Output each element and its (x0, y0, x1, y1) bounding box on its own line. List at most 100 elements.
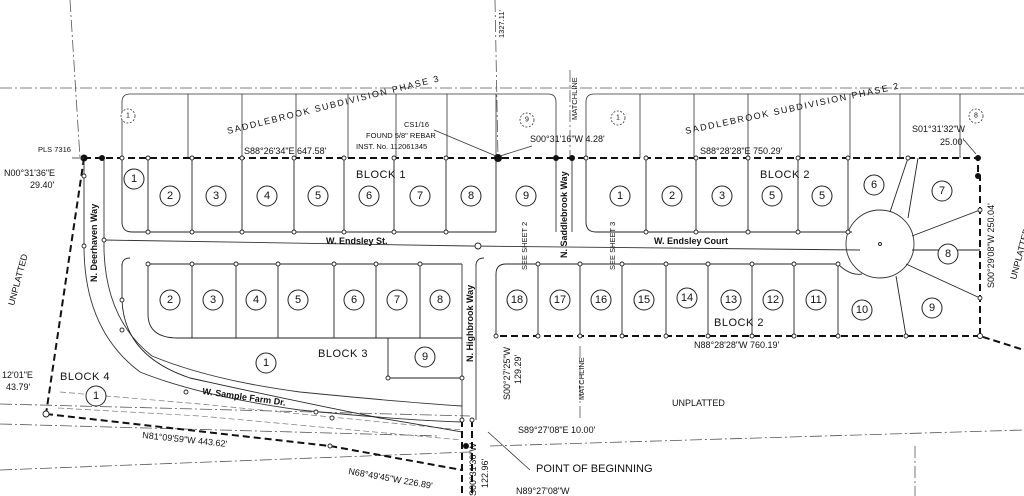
lot-bubble: 17 (549, 289, 571, 311)
lot-bubble: 2 (159, 185, 181, 207)
lot-number: 16 (595, 294, 607, 306)
lot-number: 8 (974, 113, 978, 120)
lot-number: 4 (253, 294, 259, 306)
block-3-label: BLOCK 3 (318, 348, 368, 360)
unplatted-right-label: UNPLATTED (672, 398, 725, 408)
lot-number: 18 (511, 294, 523, 306)
street-sample-farm-dr: W. Sample Farm Dr. (202, 386, 287, 408)
street-deerhaven-way: N. Deerhaven Way (89, 204, 99, 282)
lot-number: 1 (616, 115, 620, 122)
street-saddlebrook-way: N. Saddlebrook Way (559, 171, 569, 258)
survey-pins (42, 155, 983, 449)
lot-number: 8 (437, 294, 443, 306)
lot-number: 9 (422, 351, 428, 363)
lot-number: 8 (945, 248, 951, 260)
lot-number: 15 (638, 294, 650, 306)
bearing-ne-corner-1: S01°31'32"W (912, 124, 966, 134)
block-2-lower-label: BLOCK 2 (714, 317, 764, 329)
see-sheet2-label: SEE SHEET 2 (520, 222, 529, 270)
lot-bubble: 5 (761, 185, 783, 207)
block-1-lot-numbers: 1 2 3 4 5 6 7 8 9 (123, 168, 537, 207)
bearing-south-2: N68°49'45"W 226.89' (348, 466, 434, 491)
bearing-highbrook-2: 129.29' (513, 354, 523, 384)
block-2-lower-lot-numbers: 18 17 16 15 14 13 12 11 10 (506, 287, 873, 321)
lot-bubble: 6 (343, 289, 365, 311)
lot-number: 7 (939, 185, 945, 197)
bearing-short-north: S00°31'16"W 4.28' (530, 134, 605, 144)
lot-bubble: 2 (661, 185, 683, 207)
bearing-block1-north: S88°26'34"E 647.58' (244, 146, 327, 156)
bearing-nw-2: 29.40' (30, 180, 55, 190)
matchline-bottom-label: MATCHLINE (577, 357, 586, 400)
lot-number: 12 (767, 294, 779, 306)
lot-number: 7 (417, 190, 423, 202)
lot-bubble: 14 (676, 287, 698, 309)
lot-bubble: 7 (931, 180, 953, 202)
lot-bubble: 1 (85, 385, 107, 407)
unplatted-left-label: UNPLATTED (6, 252, 29, 306)
lot-bubble: 3 (202, 289, 224, 311)
lot-number: 9 (929, 302, 935, 314)
lot-bubble: 8 (429, 289, 451, 311)
lot-number: 11 (810, 294, 821, 306)
lot-number: 10 (856, 304, 868, 316)
block-4-lot-numbers: 1 (85, 385, 107, 407)
lot-number: 9 (523, 190, 529, 202)
street-highbrook-way: N. Highbrook Way (465, 285, 475, 362)
block-2-lower-lots (495, 263, 839, 336)
note-pls: PLS 7316 (38, 145, 71, 154)
note-instrument: INST. No. 112061345 (356, 142, 427, 151)
note-rebar: FOUND 5/8" REBAR (366, 131, 436, 140)
bearing-east-side: S00°29'08"W 250.04' (986, 203, 996, 288)
bearing-nw-1: N00°31'36"E (4, 168, 55, 178)
note-cs1: CS1/16 (404, 120, 429, 129)
lot-bubble: 4 (256, 185, 278, 207)
lot-bubble: 9 (414, 346, 436, 368)
lot-bubble: 2 (159, 289, 181, 311)
lot-number: 6 (366, 190, 372, 202)
lot-number: 5 (769, 190, 775, 202)
lot-number: 4 (264, 190, 270, 202)
bearing-pob-west: N89°27'08"W (516, 486, 570, 496)
block-1-lots (121, 158, 497, 233)
lot-bubble: 12 (762, 289, 784, 311)
lot-bubble: 1 (609, 185, 631, 207)
lot-bubble: 16 (590, 289, 612, 311)
lot-bubble: 1 (255, 352, 277, 374)
lot-bubble: 4 (245, 289, 267, 311)
lot-bubble: 9 (921, 297, 943, 319)
lot-bubble: 9 (519, 112, 535, 128)
lot-number: 1 (93, 390, 99, 402)
lot-bubble: 1 (120, 108, 136, 124)
lot-bubble: 1 (123, 168, 145, 190)
lot-number: 2 (167, 190, 173, 202)
street-endsley-st: W. Endsley St. (326, 236, 388, 246)
streets (57, 158, 915, 441)
lot-bubble: 10 (851, 299, 873, 321)
lot-number: 2 (669, 190, 675, 202)
bearing-pob-south-2: 122.96' (480, 458, 490, 488)
lot-number: 3 (210, 294, 216, 306)
see-sheet3-label: SEE SHEET 3 (608, 222, 617, 270)
lot-number: 9 (525, 117, 529, 124)
lot-bubble: 6 (358, 185, 380, 207)
bearing-highbrook-1: S00°27'25"W (502, 346, 512, 400)
bearing-block2-south: N88°28'28"W 760.19' (694, 340, 780, 350)
unplatted-far-right-label: UNPLATTED (1008, 226, 1024, 280)
lot-bubble: 1 (610, 110, 626, 126)
block-2-upper-lot-numbers: 1 2 3 5 5 6 7 8 9 (609, 174, 959, 319)
bearing-block2-north: S88°28'28"E 750.29' (700, 146, 783, 156)
lot-number: 6 (871, 179, 877, 191)
lot-number: 5 (295, 294, 301, 306)
lot-number: 1 (263, 357, 269, 369)
lot-bubble: 8 (937, 243, 959, 265)
lot-bubble: 8 (968, 108, 984, 124)
lot-number: 7 (394, 294, 400, 306)
lot-bubble: 8 (460, 185, 482, 207)
lot-number: 5 (315, 190, 321, 202)
lot-number: 14 (681, 292, 693, 304)
lot-number: 1 (617, 190, 623, 202)
lot-bubble: 18 (506, 289, 528, 311)
